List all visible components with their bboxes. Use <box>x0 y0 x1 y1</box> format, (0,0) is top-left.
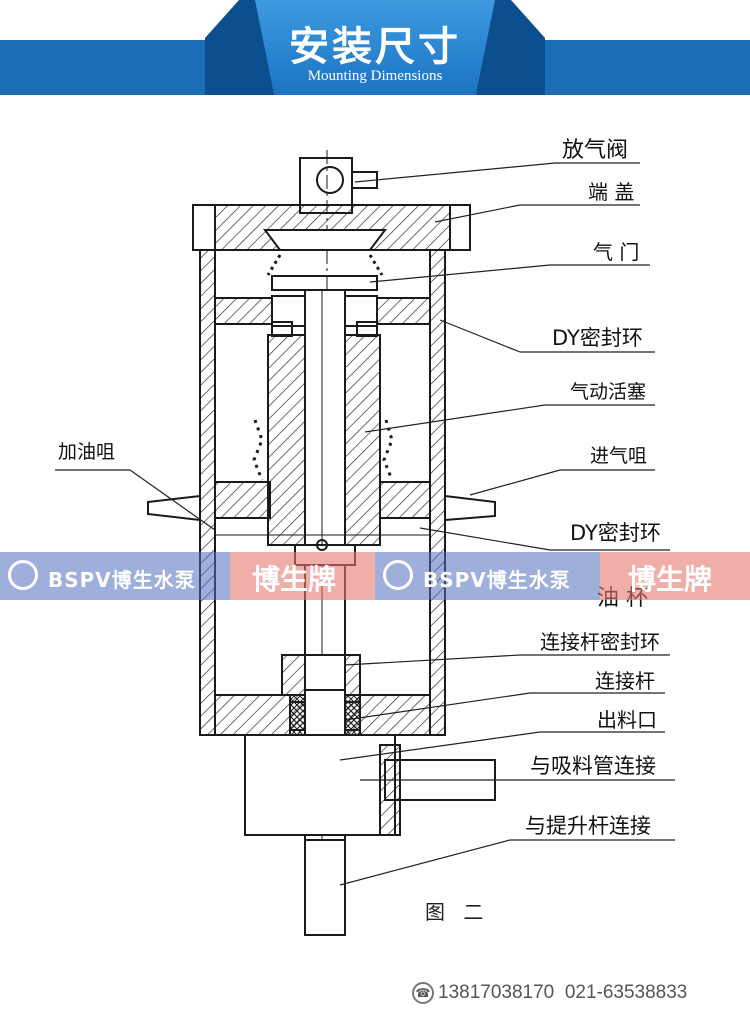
air-door-plate <box>271 275 378 291</box>
phone-icon: ☎ <box>412 982 434 1004</box>
air-inlet-nozzle <box>444 494 496 522</box>
label-outlet: 出料口 <box>597 708 657 732</box>
footer-tel[interactable]: 021-63538833 <box>564 982 688 1004</box>
header-tab <box>255 0 495 95</box>
label-lift-rod-conn: 与提升杆连接 <box>525 814 651 838</box>
label-dy-seal-bottom: DY密封环 <box>570 521 661 545</box>
rod-end <box>304 839 346 936</box>
label-oil-nozzle: 加油咀 <box>58 441 115 463</box>
cylinder-wall-left <box>199 249 216 736</box>
lower-chamber <box>244 734 396 836</box>
brand-logo-icon <box>8 560 38 590</box>
watermark-brand-1: BSPV博生水泵 <box>48 568 196 592</box>
label-end-cap: 端 盖 <box>588 180 634 204</box>
label-vent-valve: 放气阀 <box>562 138 628 163</box>
brand-logo-icon <box>383 560 413 590</box>
oil-nozzle <box>147 494 201 522</box>
page-subtitle: Mounting Dimensions <box>307 68 443 84</box>
page-title: 安装尺寸 <box>289 24 461 70</box>
mid-disc-right <box>379 481 431 519</box>
watermark-brand-2: BSPV博生水泵 <box>423 568 571 592</box>
footer-contact: ☎13817038170 021-63538833 <box>412 982 687 1004</box>
footer-phone[interactable]: 13817038170 <box>438 982 555 1004</box>
vent-valve-ball <box>316 166 344 194</box>
figure-caption: 图 二 <box>425 900 490 924</box>
label-suction-conn: 与吸料管连接 <box>530 754 656 778</box>
watermark-band: BSPV博生水泵 博生牌 BSPV博生水泵 博生牌 <box>0 552 750 600</box>
label-connecting-rod: 连接杆 <box>595 669 655 693</box>
label-air-piston: 气动活塞 <box>570 381 646 403</box>
mid-disc-left <box>214 481 271 519</box>
label-air-inlet: 进气咀 <box>590 445 647 467</box>
watermark-big-1: 博生牌 <box>252 563 337 596</box>
cylinder-wall-right <box>429 249 446 736</box>
label-air-door: 气 门 <box>593 240 639 264</box>
label-dy-seal-top: DY密封环 <box>552 326 643 350</box>
watermark-big-2: 博生牌 <box>628 563 713 596</box>
label-rod-seal: 连接杆密封环 <box>540 630 660 654</box>
